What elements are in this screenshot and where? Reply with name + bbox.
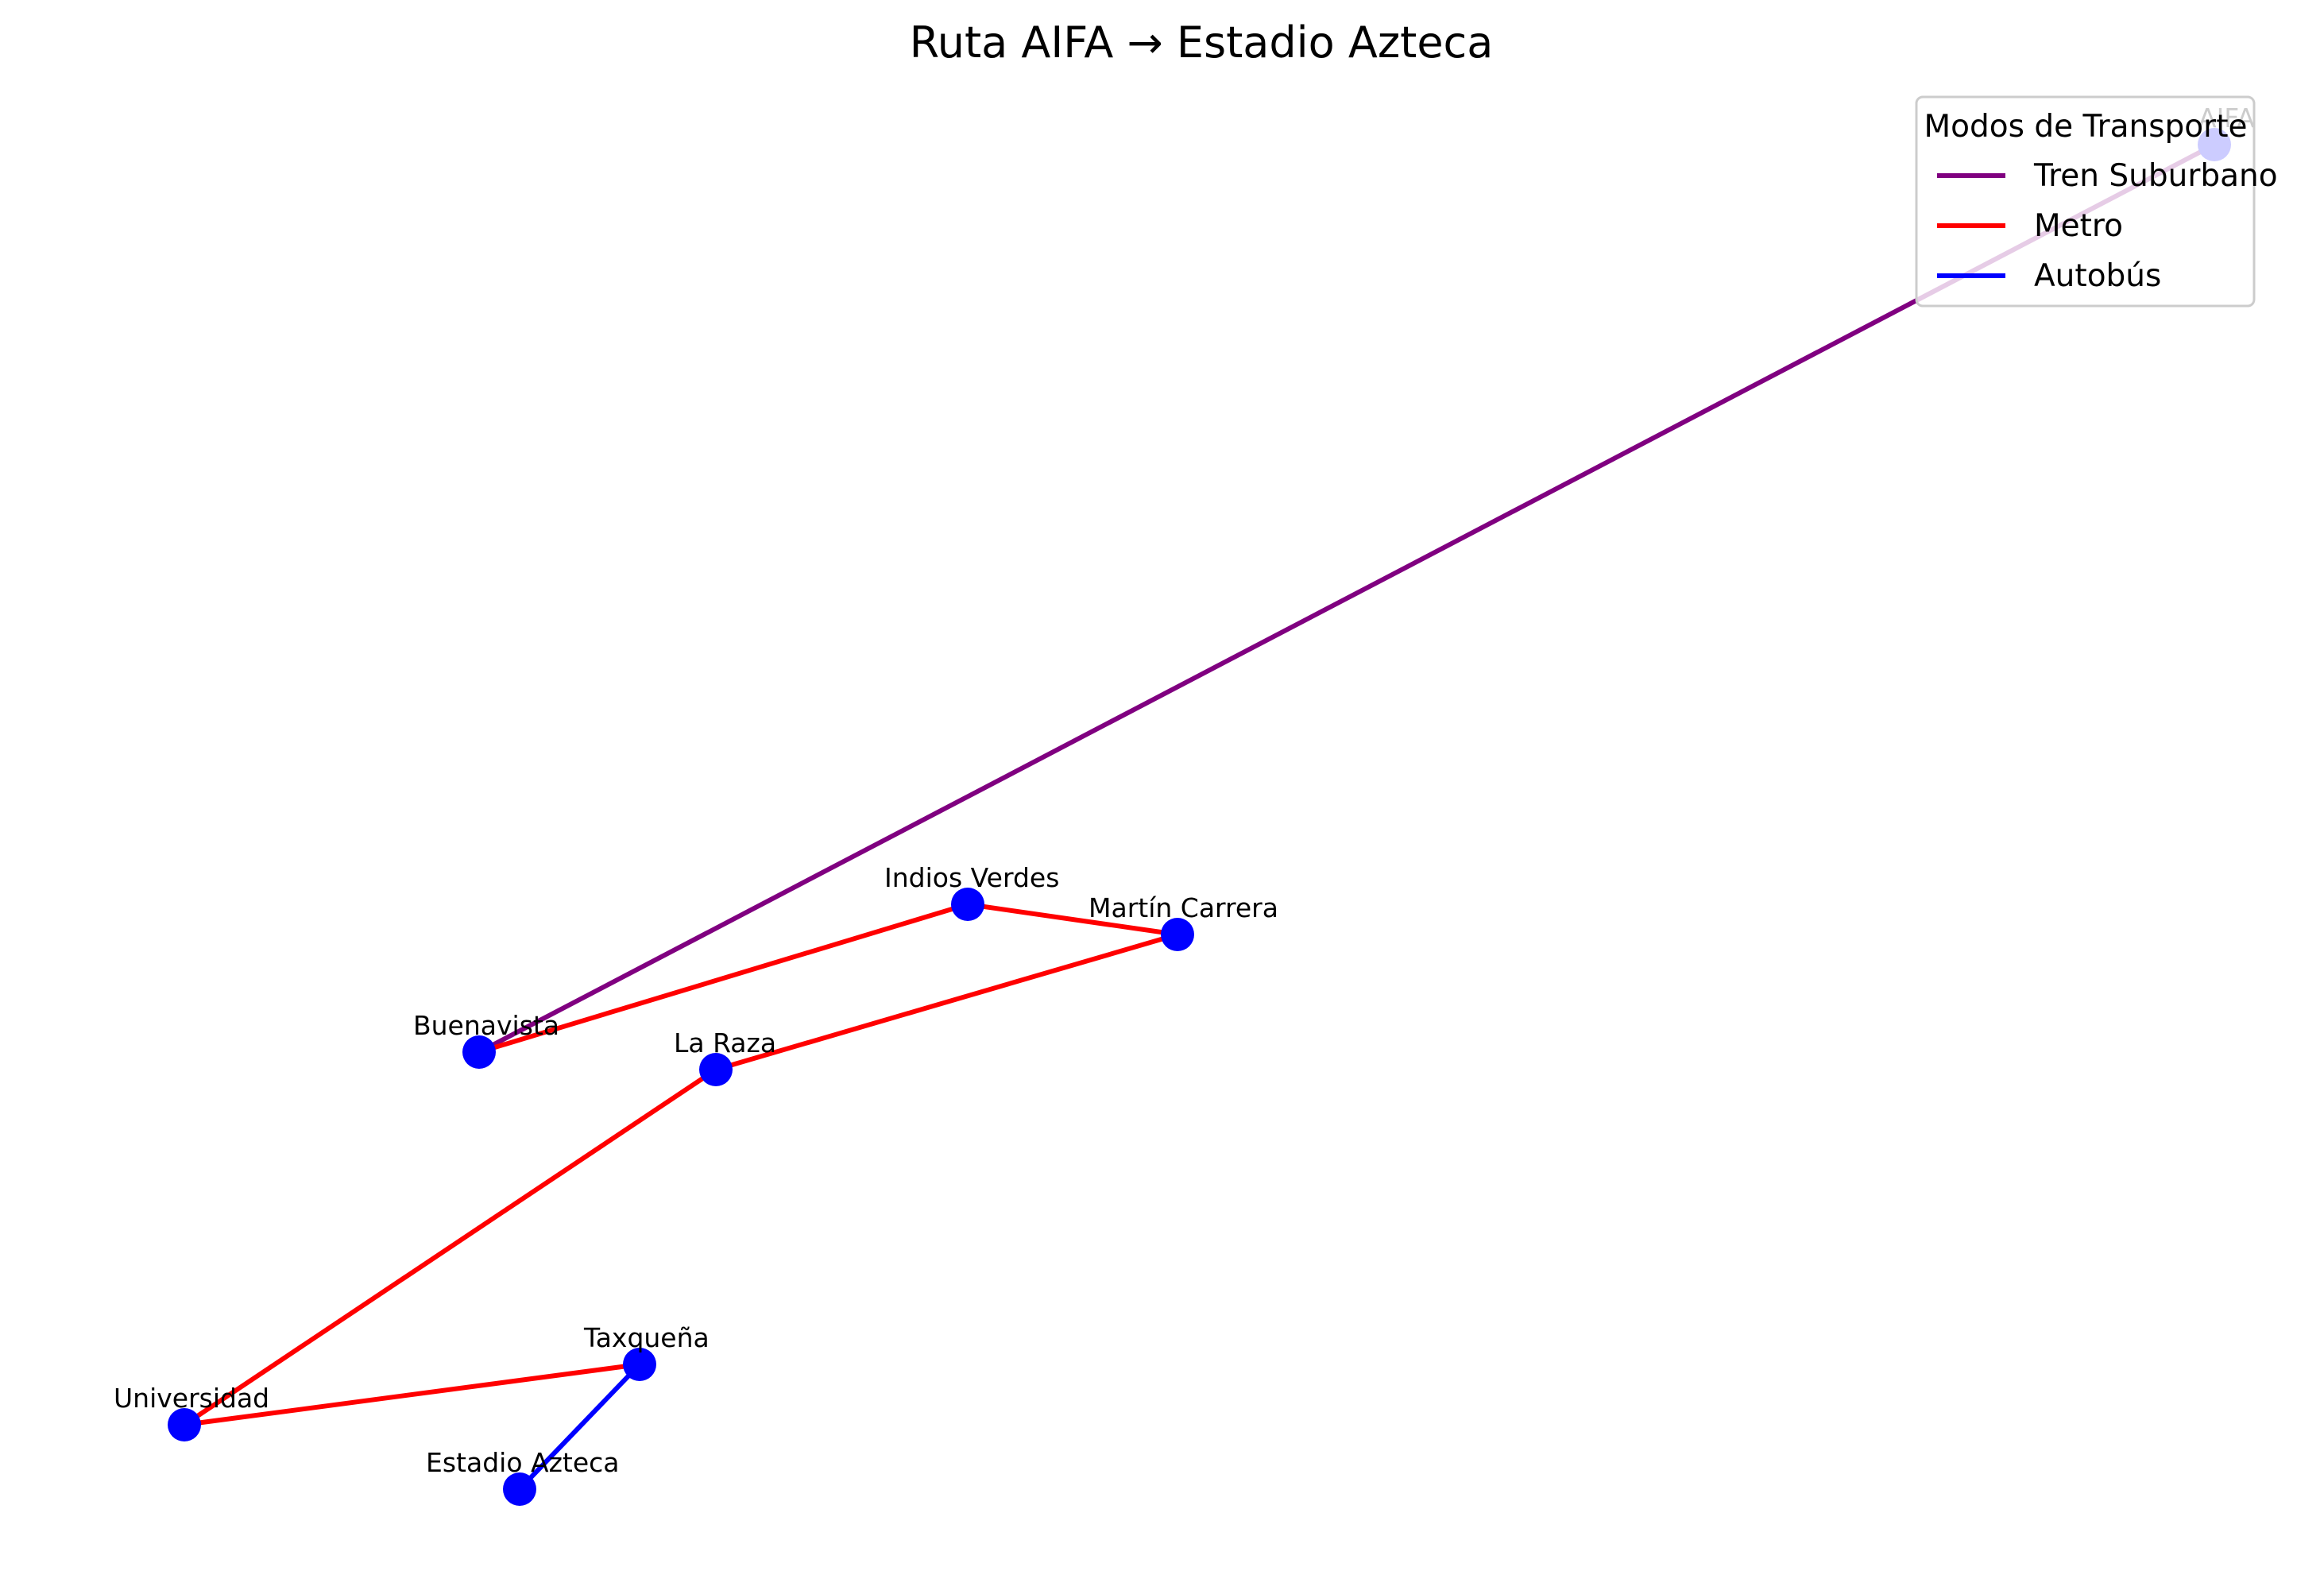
diagram-title: Ruta AIFA → Estadio Azteca xyxy=(910,17,1494,68)
station-label-universidad: Universidad xyxy=(114,1383,269,1414)
station-label-la-raza: La Raza xyxy=(674,1027,776,1058)
route-segments xyxy=(182,142,2217,1492)
station-nodes xyxy=(168,128,2231,1506)
station-node-buenavista xyxy=(462,1035,496,1069)
legend-entry-bus: Autobús xyxy=(1937,258,2161,294)
segment-buenavista-indios-verdes xyxy=(477,902,970,1054)
legend-label-metro: Metro xyxy=(2034,208,2123,244)
legend: Modos de Transporte Tren SuburbanoMetroA… xyxy=(1915,95,2278,308)
legend-entry-tren: Tren Suburbano xyxy=(1937,158,2278,194)
legend-label-tren: Tren Suburbano xyxy=(2033,158,2278,194)
segment-taxquena-estadio-azteca xyxy=(517,1362,642,1492)
station-label-buenavista: Buenavista xyxy=(413,1010,559,1041)
station-node-indios-verdes xyxy=(951,888,984,921)
station-node-estadio-azteca xyxy=(503,1472,536,1506)
legend-entry-metro: Metro xyxy=(1937,208,2123,244)
station-node-universidad xyxy=(168,1408,201,1441)
station-label-martin-carrera: Martín Carrera xyxy=(1089,892,1278,923)
station-node-taxquena xyxy=(623,1348,656,1381)
segment-universidad-taxquena xyxy=(182,1362,642,1427)
station-label-estadio-azteca: Estadio Azteca xyxy=(426,1447,620,1478)
station-node-la-raza xyxy=(699,1053,733,1086)
station-label-indios-verdes: Indios Verdes xyxy=(884,862,1059,893)
segment-indios-verdes-martin-carrera xyxy=(965,902,1180,937)
station-label-taxquena: Taxqueña xyxy=(583,1322,710,1353)
segment-la-raza-universidad xyxy=(182,1067,718,1427)
legend-label-bus: Autobús xyxy=(2034,258,2161,294)
legend-title: Modos de Transporte xyxy=(1924,109,2248,145)
segment-martin-carrera-la-raza xyxy=(713,932,1180,1072)
legend-box xyxy=(1915,95,2256,308)
station-node-martin-carrera xyxy=(1161,918,1194,951)
